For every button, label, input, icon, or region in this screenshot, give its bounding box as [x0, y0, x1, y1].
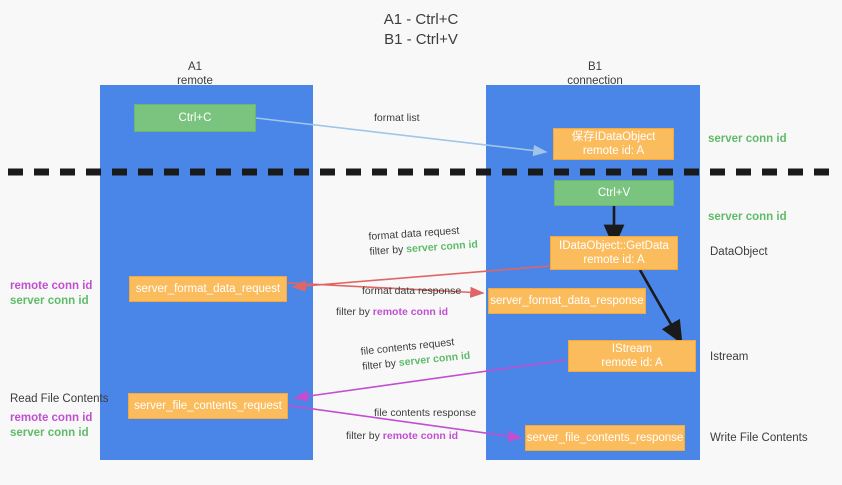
node-server-format-data-response[interactable]: server_format_data_response: [488, 288, 646, 314]
node-server-file-contents-response-label: server_file_contents_response: [526, 432, 684, 444]
edge-label-format-data-response: format data response filter by remote co…: [336, 284, 462, 320]
left-label-server-conn-id-2: server conn id: [10, 427, 89, 439]
right-label-istream: Istream: [710, 351, 749, 363]
node-server-format-data-request-label: server_format_data_request: [135, 283, 281, 295]
node-server-format-data-response-label: server_format_data_response: [490, 295, 644, 307]
node-istream[interactable]: IStream remote id: A: [568, 340, 696, 372]
filter-prefix: filter by: [336, 306, 373, 318]
node-server-file-contents-request[interactable]: server_file_contents_request: [128, 393, 288, 419]
edge-label-file-contents-request: file contents request filter by server c…: [360, 334, 471, 375]
node-save-idataobject-line2: remote id: A: [582, 145, 645, 157]
right-label-server-conn-id-top: server conn id: [708, 133, 787, 145]
edge-label-file-contents-response-main: file contents response: [374, 407, 477, 419]
left-label-remote-conn-id-1: remote conn id: [10, 280, 93, 292]
title-line-1: A1 - Ctrl+C: [383, 11, 459, 28]
right-label-write-file-contents: Write File Contents: [710, 432, 808, 444]
column-a1-name: A1: [187, 61, 203, 73]
node-save-idataobject-line1: 保存IDataObject: [571, 131, 656, 143]
node-ctrl-v[interactable]: Ctrl+V: [554, 180, 674, 206]
node-save-idataobject[interactable]: 保存IDataObject remote id: A: [553, 128, 674, 160]
filter-prefix: filter by: [369, 243, 407, 258]
edge-label-format-data-request: format data request filter by server con…: [368, 222, 478, 259]
node-getdata-line1: IDataObject::GetData: [559, 240, 669, 252]
edge-label-file-contents-response: file contents response filter by remote …: [346, 406, 477, 444]
left-label-read-file-contents: Read File Contents: [10, 393, 109, 405]
edge-label-format-list: format list: [374, 112, 420, 124]
node-istream-line2: remote id: A: [601, 357, 663, 369]
filter-tag-server-conn-id: server conn id: [405, 238, 479, 256]
right-label-dataobject: DataObject: [710, 246, 768, 258]
node-server-file-contents-request-label: server_file_contents_request: [134, 400, 282, 412]
left-label-server-conn-id-1: server conn id: [10, 295, 89, 307]
column-header-a1: A1 remote: [120, 60, 270, 88]
filter-tag-remote-conn-id: remote conn id: [372, 306, 449, 318]
node-istream-line1: IStream: [611, 343, 653, 355]
page-title: A1 - Ctrl+C B1 - Ctrl+V: [0, 10, 842, 50]
node-ctrl-c-label: Ctrl+C: [178, 112, 212, 124]
filter-prefix: filter by: [346, 430, 383, 442]
title-line-2: B1 - Ctrl+V: [384, 31, 458, 48]
node-ctrl-v-label: Ctrl+V: [597, 187, 631, 199]
edge-label-format-data-response-filter: filter by remote conn id: [336, 305, 461, 320]
edge-label-format-data-response-main: format data response: [362, 285, 462, 297]
column-header-b1: B1 connection: [520, 60, 670, 88]
node-ctrl-c[interactable]: Ctrl+C: [134, 104, 256, 132]
node-server-format-data-request[interactable]: server_format_data_request: [129, 276, 287, 302]
node-server-file-contents-response[interactable]: server_file_contents_response: [525, 425, 685, 451]
edge-label-file-contents-response-filter: filter by remote conn id: [346, 429, 476, 444]
filter-prefix: filter by: [361, 357, 400, 373]
node-getdata-line2: remote id: A: [583, 254, 645, 266]
column-b1-sub: connection: [567, 75, 623, 87]
column-b1-name: B1: [587, 61, 603, 73]
left-label-remote-conn-id-2: remote conn id: [10, 412, 93, 424]
filter-tag-remote-conn-id: remote conn id: [382, 430, 459, 442]
column-a1-sub: remote: [177, 75, 213, 87]
node-getdata[interactable]: IDataObject::GetData remote id: A: [550, 236, 678, 270]
right-label-server-conn-id-mid: server conn id: [708, 211, 787, 223]
